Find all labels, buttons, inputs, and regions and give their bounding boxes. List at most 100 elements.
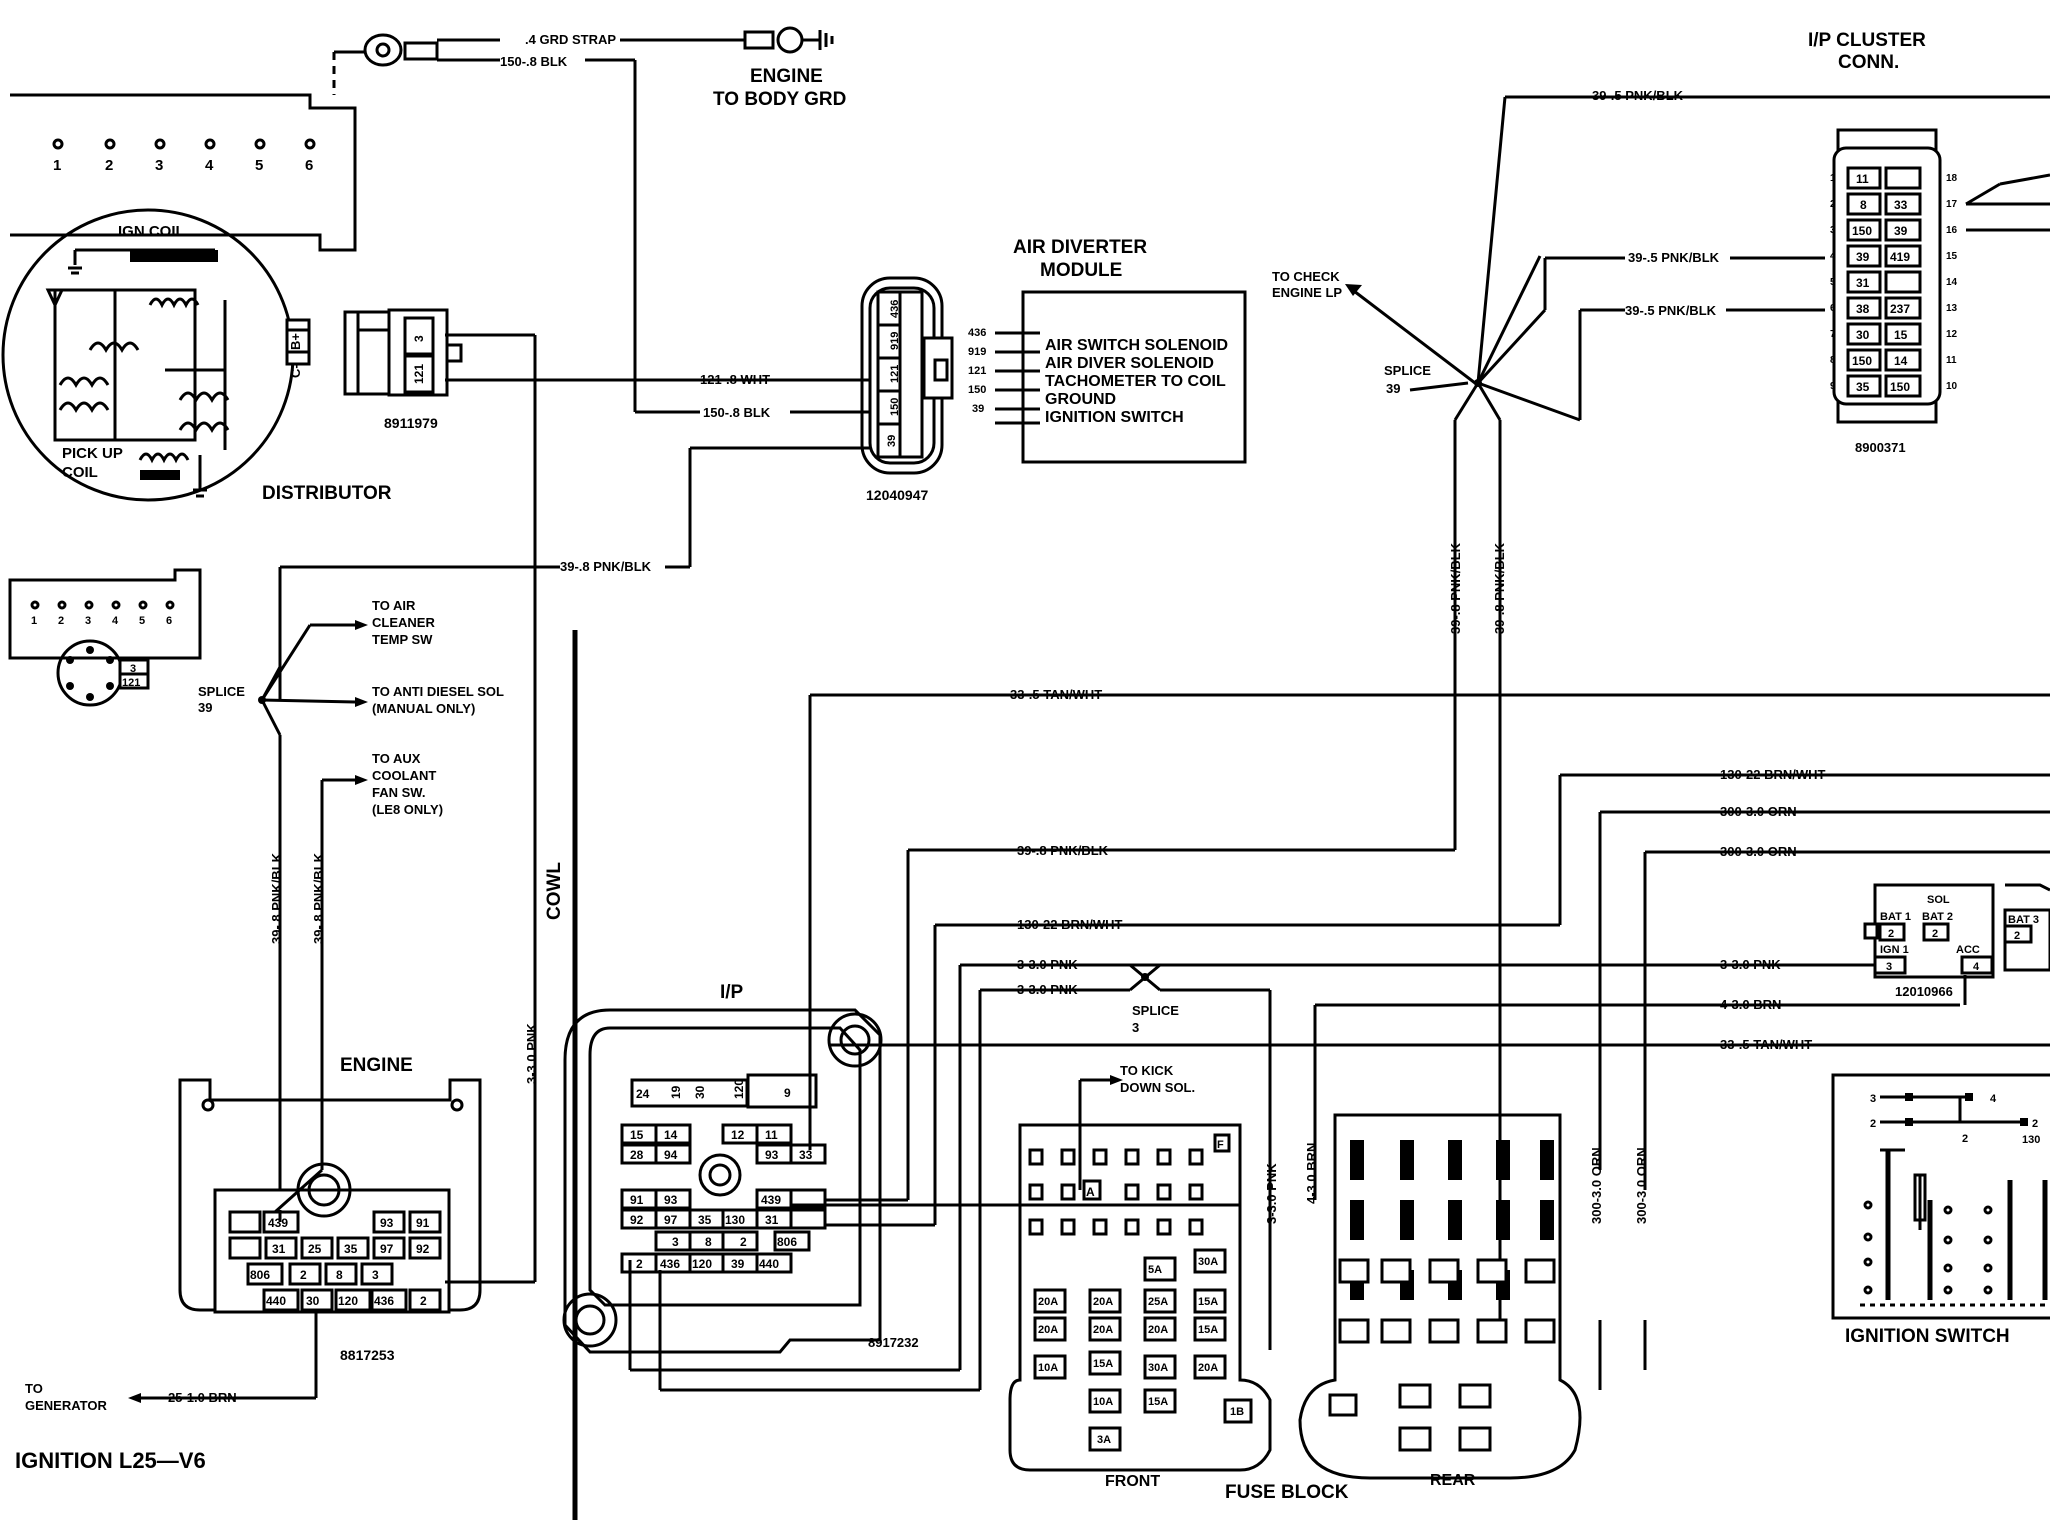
- svg-text:35: 35: [344, 1242, 358, 1256]
- svg-text:5: 5: [255, 157, 263, 174]
- svg-text:97: 97: [664, 1213, 678, 1227]
- wire-3-b: 3-3.0 PNK: [1017, 982, 1078, 997]
- svg-text:237: 237: [1890, 302, 1910, 316]
- svg-text:14: 14: [664, 1128, 678, 1142]
- svg-text:35: 35: [1856, 380, 1870, 394]
- svg-text:93: 93: [380, 1216, 394, 1230]
- ipc-wire-top: 39-.5 PNK/BLK: [1592, 88, 1684, 103]
- ign-coil-label: IGN COIL: [118, 223, 185, 240]
- svg-text:12: 12: [731, 1128, 745, 1142]
- svg-text:CONN.: CONN.: [1838, 52, 1899, 73]
- svg-text:11: 11: [1946, 355, 1957, 366]
- pickup-coil-label-2: COIL: [62, 464, 98, 481]
- rear-fuses: [1328, 1140, 1556, 1452]
- svg-text:TO AUX: TO AUX: [372, 751, 421, 766]
- svg-text:BAT 1: BAT 1: [1880, 911, 1911, 923]
- svg-text:GENERATOR: GENERATOR: [25, 1398, 107, 1413]
- svg-text:121: 121: [889, 365, 901, 383]
- svg-text:TO CHECK: TO CHECK: [1272, 269, 1340, 284]
- svg-text:30: 30: [1856, 328, 1870, 342]
- svg-text:F: F: [1217, 1139, 1224, 1151]
- svg-text:ENGINE: ENGINE: [340, 1055, 413, 1076]
- svg-text:TEMP SW: TEMP SW: [372, 632, 433, 647]
- switch-connector: SOL BAT 1 BAT 2 2 2 IGN 1 ACC 3 4 120109…: [1863, 883, 2050, 1005]
- svg-text:MODULE: MODULE: [1040, 260, 1122, 281]
- svg-text:CLEANER: CLEANER: [372, 615, 435, 630]
- svg-text:2: 2: [636, 1257, 643, 1271]
- svg-text:6: 6: [1830, 303, 1836, 314]
- svg-text:8: 8: [1830, 355, 1836, 366]
- engine-body-grd-2: TO BODY GRD: [713, 89, 846, 110]
- svg-text:94: 94: [664, 1148, 678, 1162]
- svg-text:120: 120: [338, 1294, 358, 1308]
- svg-text:16: 16: [1946, 225, 1958, 236]
- svg-text:31: 31: [765, 1213, 779, 1227]
- wire-300-b: 300-3.0 ORN: [1720, 844, 1797, 859]
- engine-connector: ENGINE 439 93 91 31 25 35 97 92 806 2 8 …: [25, 1055, 535, 1413]
- svg-text:AIR SWITCH SOLENOID: AIR SWITCH SOLENOID: [1045, 337, 1228, 354]
- svg-text:TO AIR: TO AIR: [372, 598, 416, 613]
- svg-text:439: 439: [268, 1216, 288, 1230]
- svg-text:39: 39: [886, 435, 898, 447]
- svg-text:B+: B+: [288, 333, 303, 350]
- svg-text:419: 419: [1890, 250, 1910, 264]
- svg-text:14: 14: [1894, 354, 1908, 368]
- vert-39-r2: 39-.8 PNK/BLK: [1492, 542, 1507, 634]
- svg-text:DOWN SOL.: DOWN SOL.: [1120, 1080, 1195, 1095]
- engine-body-grd-1: ENGINE: [750, 66, 823, 87]
- svg-text:39: 39: [1894, 224, 1908, 238]
- svg-text:2: 2: [1830, 199, 1836, 210]
- svg-text:3: 3: [372, 1268, 379, 1282]
- svg-text:120: 120: [692, 1257, 712, 1271]
- vert-3pnk-fb: 3-3.0 PNK: [1264, 1163, 1279, 1224]
- svg-text:33: 33: [799, 1148, 813, 1162]
- ip-cells-main: 15 14 12 11 28 94 93 33 91 93 439 92 97 …: [620, 1123, 827, 1274]
- wire-3-a: 3-3.0 PNK: [1017, 957, 1078, 972]
- svg-text:30: 30: [306, 1294, 320, 1308]
- distributor-label: DISTRIBUTOR: [262, 483, 392, 504]
- pickup-coil-label-1: PICK UP: [62, 445, 123, 462]
- svg-text:93: 93: [664, 1193, 678, 1207]
- svg-text:20A: 20A: [1038, 1296, 1058, 1308]
- svg-text:4: 4: [112, 615, 119, 627]
- svg-text:91: 91: [630, 1193, 644, 1207]
- svg-text:10A: 10A: [1093, 1396, 1113, 1408]
- svg-text:3: 3: [1132, 1020, 1139, 1035]
- svg-text:11: 11: [765, 1128, 778, 1142]
- ipc-connector: I/P CLUSTER CONN. 11 8 33 150 39 39 419 …: [1808, 30, 2050, 455]
- svg-text:3: 3: [1870, 1093, 1876, 1105]
- fuse-block-rear: REAR: [1298, 1113, 1582, 1489]
- svg-text:150: 150: [968, 384, 986, 396]
- ipc-right-pins: 18 17 16 15 14 13 12 11 10: [1946, 173, 1958, 392]
- svg-text:BAT 3: BAT 3: [2008, 914, 2039, 926]
- ignition-switch-label: IGNITION SWITCH: [1845, 1326, 2010, 1347]
- svg-text:TO ANTI DIESEL SOL: TO ANTI DIESEL SOL: [372, 684, 504, 699]
- svg-text:14: 14: [1946, 277, 1958, 288]
- svg-text:121: 121: [968, 365, 986, 377]
- svg-text:BAT 2: BAT 2: [1922, 911, 1953, 923]
- diagram-title: IGNITION L25—V6: [15, 1448, 206, 1473]
- svg-text:11: 11: [1856, 172, 1869, 186]
- svg-text:TO: TO: [25, 1381, 43, 1396]
- svg-text:(MANUAL ONLY): (MANUAL ONLY): [372, 701, 475, 716]
- fuse-block-label: FUSE BLOCK: [1225, 1482, 1349, 1503]
- svg-text:31: 31: [272, 1242, 286, 1256]
- small-connector: 1 2 3 4 5 6 3 121: [8, 568, 202, 707]
- svg-text:97: 97: [380, 1242, 394, 1256]
- distributor-pins: 1 2 3 4 5 6: [52, 138, 316, 174]
- svg-text:2: 2: [300, 1268, 307, 1282]
- adm-module: AIR DIVERTER MODULE 436 919 121 150 39 A…: [968, 237, 1247, 464]
- wire-121-wht: 121-.8 WHT: [700, 372, 770, 387]
- fuse-block-front: TO KICK DOWN SOL. F A 20A 20A 10A 10A 3A…: [1008, 1063, 1272, 1490]
- svg-text:6: 6: [166, 615, 172, 627]
- svg-text:39: 39: [1386, 381, 1400, 396]
- svg-text:806: 806: [777, 1235, 797, 1249]
- svg-text:436: 436: [968, 327, 986, 339]
- svg-text:15: 15: [1946, 251, 1958, 262]
- svg-text:439: 439: [761, 1193, 781, 1207]
- grd-strap-label: .4 GRD STRAP: [525, 32, 616, 47]
- svg-text:5: 5: [139, 615, 145, 627]
- engine-conn-part: 8817253: [340, 1347, 395, 1363]
- svg-text:8: 8: [1860, 198, 1867, 212]
- wire-25-brn: 25-1.0 BRN: [168, 1390, 237, 1405]
